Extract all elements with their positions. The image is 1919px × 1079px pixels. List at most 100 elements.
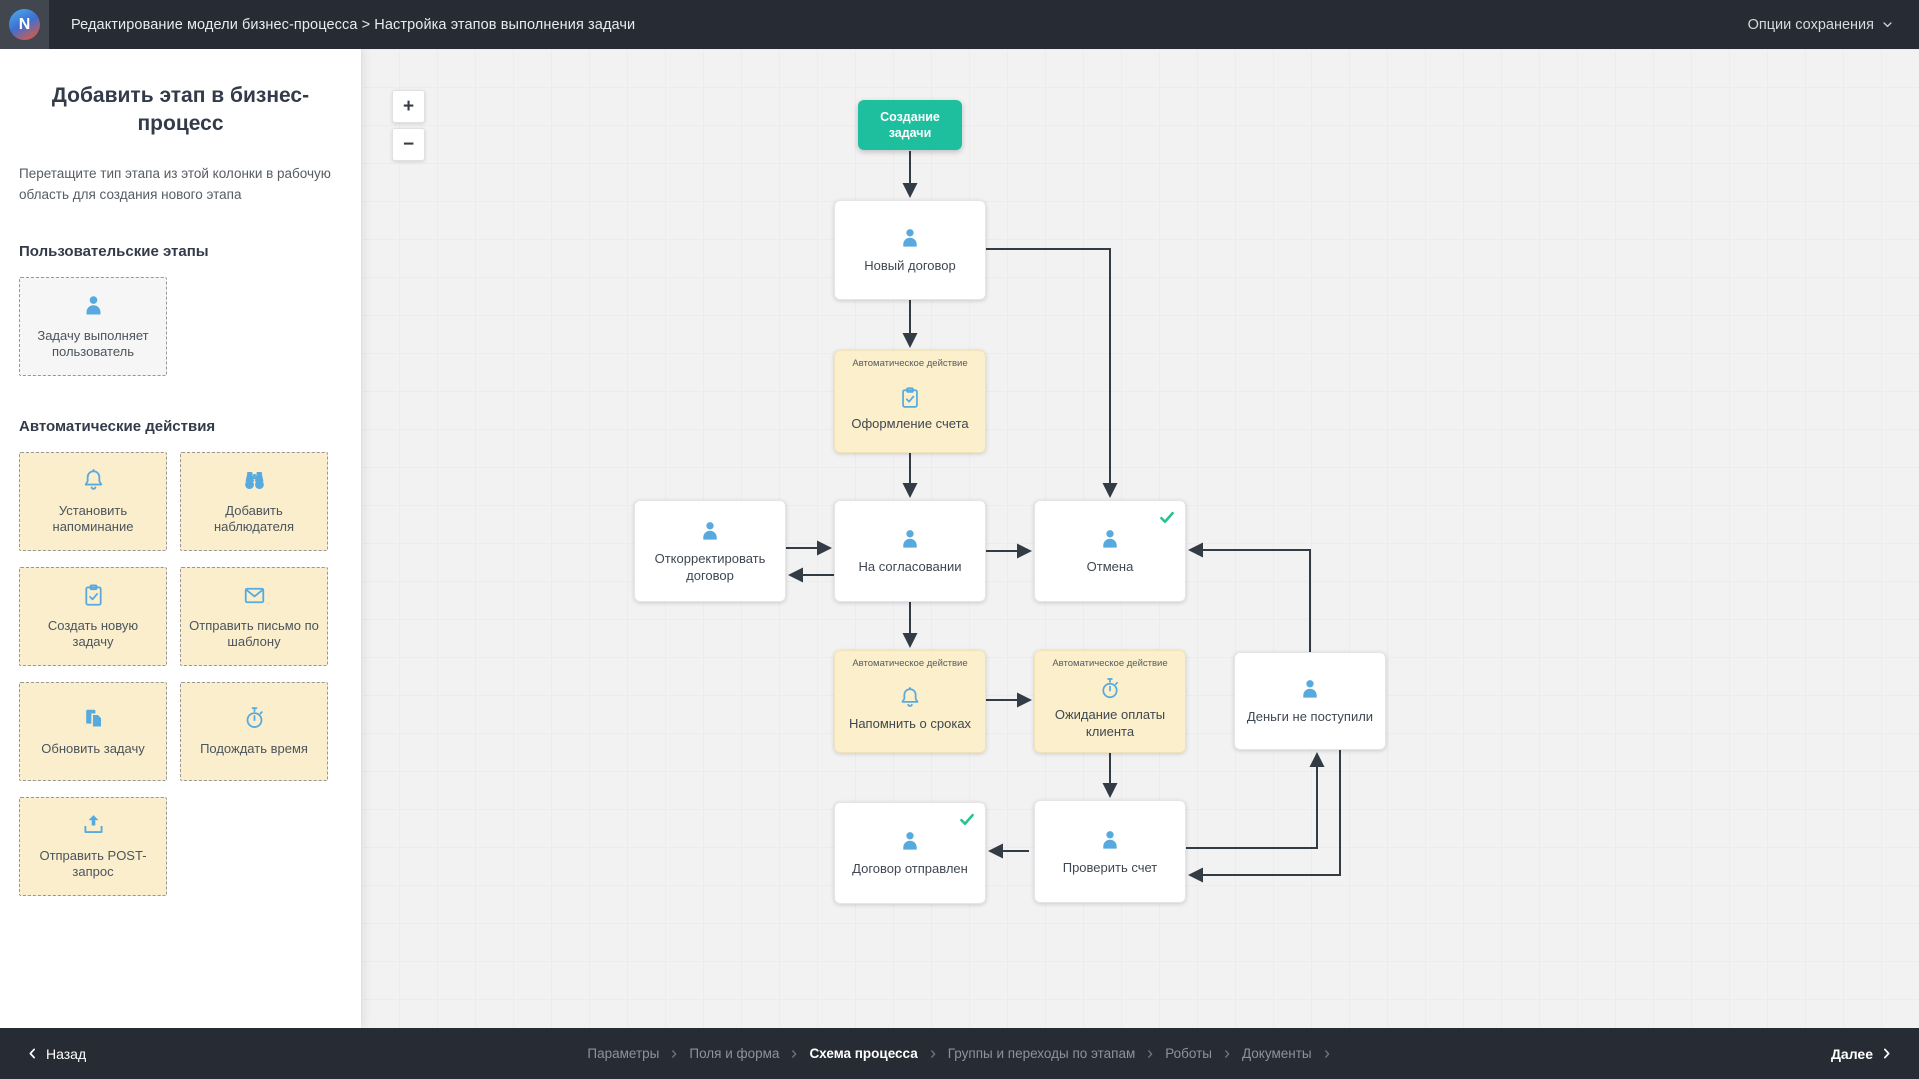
- user-icon: [1097, 827, 1123, 853]
- user-icon: [897, 828, 923, 854]
- back-label: Назад: [46, 1045, 87, 1062]
- node-label: Ожидание оплаты клиента: [1054, 707, 1166, 739]
- user-stages-heading: Пользовательские этапы: [19, 242, 209, 260]
- zoom-controls: + −: [392, 90, 425, 161]
- page-title: Редактирование модели бизнес-процесса > …: [71, 16, 636, 33]
- auto-action-caption: Автоматическое действие: [1052, 658, 1168, 669]
- stage-tile-user-performs[interactable]: Задачу выполняет пользователь: [19, 276, 167, 376]
- stopwatch-icon: [241, 705, 268, 732]
- tile-label: Подождать время: [200, 740, 308, 756]
- user-icon: [80, 292, 107, 319]
- flow-node-create-task[interactable]: Создание задачи: [858, 100, 962, 150]
- user-icon: [897, 526, 923, 552]
- node-label: Договор отправлен: [852, 861, 968, 877]
- app-logo[interactable]: N: [0, 0, 49, 49]
- user-icon: [897, 225, 923, 251]
- breadcrumb-step-5[interactable]: Роботы: [1165, 1046, 1212, 1061]
- node-label: Новый договор: [864, 258, 956, 274]
- tile-label: Создать новую задачу: [47, 617, 139, 650]
- flow-node-no-money[interactable]: Деньги не поступили: [1234, 652, 1386, 750]
- tile-label: Задачу выполняет пользователь: [37, 327, 149, 360]
- flow-node-cancel[interactable]: Отмена: [1034, 500, 1186, 602]
- user-stage-tiles: Задачу выполняет пользователь: [19, 276, 342, 376]
- chevron-right-icon: [1322, 1049, 1332, 1059]
- stage-tile-update-task[interactable]: Обновить задачу: [19, 681, 167, 781]
- node-label: Напомнить о сроках: [848, 715, 972, 731]
- tile-label: Добавить наблюдателя: [213, 502, 295, 535]
- chevron-left-icon: [26, 1047, 39, 1060]
- node-label: Отмена: [1086, 559, 1134, 575]
- flow-node-on-approval[interactable]: На согласовании: [834, 500, 986, 602]
- stage-tile-set-reminder[interactable]: Установить напоминание: [19, 451, 167, 551]
- flow-edge-check-invoice-to-no-money: [1186, 752, 1325, 849]
- chevron-right-icon: [928, 1049, 938, 1059]
- stopwatch-icon: [1097, 676, 1123, 702]
- stage-tile-add-watcher[interactable]: Добавить наблюдателя: [180, 451, 328, 551]
- bell-icon: [80, 467, 107, 494]
- check-icon: [958, 810, 976, 828]
- node-label: На согласовании: [858, 559, 962, 575]
- top-bar: N Редактирование модели бизнес-процесса …: [0, 0, 1919, 49]
- node-label: Деньги не поступили: [1246, 709, 1374, 725]
- auto-action-caption: Автоматическое действие: [852, 658, 968, 669]
- chevron-right-icon: [789, 1049, 799, 1059]
- tile-label: Отправить письмо по шаблону: [189, 617, 319, 650]
- stage-tile-send-post-request[interactable]: Отправить POST-запрос: [19, 796, 167, 896]
- chevron-right-icon: [1145, 1049, 1155, 1059]
- clipboard-check-icon: [80, 582, 107, 609]
- sidebar-title: Добавить этап в бизнес-процесс: [51, 84, 310, 135]
- copy-icon: [80, 705, 107, 732]
- tile-label: Обновить задачу: [41, 740, 145, 756]
- zoom-out-button[interactable]: −: [392, 128, 425, 161]
- sidebar-description: Перетащите тип этапа из этой колонки в р…: [19, 166, 331, 202]
- node-label: Откорректировать договор: [654, 550, 766, 583]
- binoculars-icon: [241, 467, 268, 494]
- auto-action-caption: Автоматическое действие: [852, 358, 968, 369]
- envelope-icon: [241, 582, 268, 609]
- next-button[interactable]: Далее: [1831, 1046, 1893, 1062]
- stage-tile-create-new-task[interactable]: Создать новую задачу: [19, 566, 167, 666]
- zoom-in-button[interactable]: +: [392, 90, 425, 123]
- flow-node-contract-sent[interactable]: Договор отправлен: [834, 802, 986, 904]
- next-label: Далее: [1830, 1045, 1873, 1062]
- breadcrumb-step-1[interactable]: Параметры: [587, 1046, 660, 1061]
- logo-icon: N: [9, 9, 40, 40]
- clipboard-check-icon: [897, 385, 923, 411]
- stage-tile-wait-time[interactable]: Подождать время: [180, 681, 328, 781]
- breadcrumb-step-2[interactable]: Поля и форма: [689, 1046, 780, 1061]
- stage-tile-send-email-template[interactable]: Отправить письмо по шаблону: [180, 566, 328, 666]
- user-icon: [1297, 676, 1323, 702]
- bell-icon: [897, 685, 923, 711]
- auto-actions-heading: Автоматические действия: [19, 417, 216, 435]
- breadcrumb: Параметры Поля и форма Схема процесса Групп…: [587, 1046, 1331, 1061]
- breadcrumb-step-6[interactable]: Документы: [1242, 1046, 1312, 1061]
- node-label: Проверить счет: [1062, 859, 1158, 875]
- flow-edge-no-money-to-cancel: [1188, 542, 1311, 652]
- check-icon: [1158, 508, 1176, 526]
- save-options-button[interactable]: Опции сохранения: [1748, 17, 1895, 33]
- chevron-down-icon: [1880, 17, 1895, 32]
- breadcrumb-step-4[interactable]: Группы и переходы по этапам: [947, 1046, 1136, 1061]
- node-label: Оформление счета: [851, 415, 969, 431]
- tile-label: Установить напоминание: [52, 502, 134, 535]
- user-icon: [697, 518, 723, 544]
- flow-edge-new-contract-to-cancel: [986, 248, 1118, 498]
- flow-node-new-contract[interactable]: Новый договор: [834, 200, 986, 300]
- upload-icon: [80, 812, 107, 839]
- save-options-label: Опции сохранения: [1747, 16, 1874, 33]
- chevron-right-icon: [1880, 1047, 1893, 1060]
- breadcrumb-step-3[interactable]: Схема процесса: [809, 1046, 918, 1061]
- flow-node-check-invoice[interactable]: Проверить счет: [1034, 800, 1186, 903]
- user-icon: [1097, 526, 1123, 552]
- back-button[interactable]: Назад: [26, 1046, 86, 1062]
- flow-node-correct-contract[interactable]: Откорректировать договор: [634, 500, 786, 602]
- flow-edge-no-money-to-check-invoice: [1188, 750, 1341, 883]
- chevron-right-icon: [1222, 1049, 1232, 1059]
- node-label: Создание задачи: [880, 109, 940, 140]
- sidebar: Добавить этап в бизнес-процесс Перетащит…: [0, 49, 361, 1028]
- tile-label: Отправить POST-запрос: [39, 847, 147, 880]
